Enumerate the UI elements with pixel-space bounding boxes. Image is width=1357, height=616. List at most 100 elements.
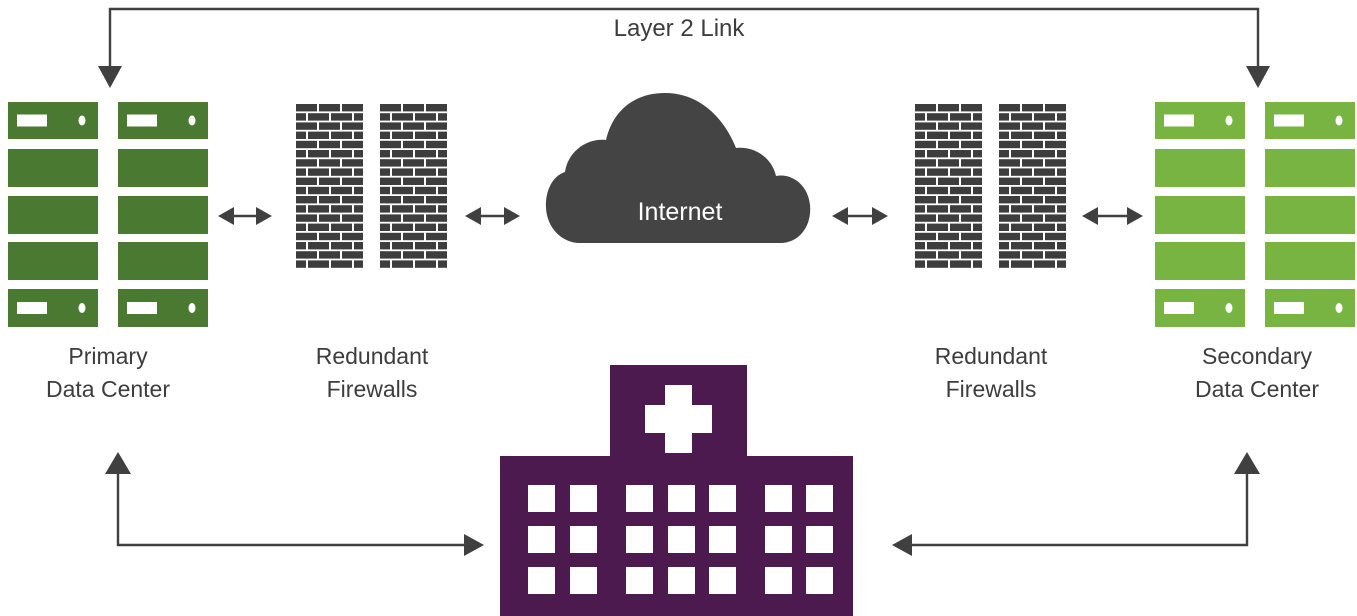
hospital-secondary-line [912, 470, 1249, 547]
brick [392, 205, 413, 213]
drive-slot [1274, 114, 1304, 127]
brick [1057, 205, 1066, 213]
brick [354, 168, 363, 176]
brick [1022, 251, 1043, 259]
arrow-firewall-internet-left-head-right [504, 207, 520, 225]
brick [438, 242, 447, 250]
brick [1045, 140, 1066, 149]
brick [308, 205, 329, 213]
brick [915, 214, 936, 222]
brick [1011, 131, 1032, 139]
brick [999, 186, 1009, 195]
rack-unit [1265, 149, 1355, 187]
brick [319, 140, 340, 149]
server-rack-1 [8, 102, 98, 327]
brick [915, 186, 925, 195]
arrowhead-down-secondary [1246, 66, 1270, 88]
brick [380, 113, 390, 121]
secondary-dc-label-line1: Secondary [1202, 343, 1312, 369]
brick [927, 260, 948, 268]
brick [392, 113, 413, 121]
arrow-firewall-dc-right-head-left [1082, 207, 1098, 225]
brick [973, 131, 982, 139]
rack-unit [1155, 242, 1245, 280]
brick [950, 150, 971, 158]
brick [380, 242, 390, 250]
brick [927, 186, 948, 195]
brick [938, 177, 959, 185]
brick [380, 214, 401, 222]
brick [380, 177, 401, 185]
brick [296, 122, 317, 130]
status-light [1225, 303, 1233, 313]
server-rack-2 [118, 102, 208, 327]
brick [342, 122, 363, 130]
brick [319, 122, 340, 130]
brick [973, 223, 982, 231]
secondary-dc-label-line2: Data Center [1194, 376, 1319, 402]
brick [342, 214, 363, 222]
brick [415, 205, 436, 213]
brick [999, 168, 1009, 176]
brick [296, 186, 306, 195]
brick [1022, 159, 1043, 167]
brick [319, 232, 340, 241]
brick [392, 150, 413, 158]
brick [331, 131, 352, 139]
drive-slot [127, 302, 157, 314]
brick [915, 205, 925, 213]
brick [380, 251, 401, 259]
brick [380, 260, 390, 268]
rack-unit [1265, 242, 1355, 280]
window [806, 526, 833, 553]
arrowhead-up-primary [105, 452, 131, 474]
rack-unit [118, 242, 208, 280]
brick [415, 168, 436, 176]
brick [354, 223, 363, 231]
brick [403, 196, 424, 204]
brick [938, 159, 959, 167]
window [709, 567, 736, 594]
status-light [188, 303, 196, 313]
brick [973, 260, 982, 268]
brick [319, 196, 340, 204]
brick [392, 223, 413, 231]
brick [415, 113, 436, 121]
brick [438, 223, 447, 231]
brick [961, 159, 982, 167]
brick [927, 131, 948, 139]
brick [319, 177, 340, 185]
brick [342, 159, 363, 167]
brick [296, 214, 317, 222]
brick [1022, 196, 1043, 204]
brick [354, 260, 363, 268]
brick [438, 260, 447, 268]
brick [961, 177, 982, 185]
brick [392, 242, 413, 250]
rack-unit [1155, 149, 1245, 187]
connectors [98, 7, 1270, 556]
brick [380, 186, 390, 195]
brick [415, 150, 436, 158]
brick [296, 140, 317, 149]
window [668, 567, 695, 594]
brick [915, 242, 925, 250]
brick [950, 168, 971, 176]
brick [415, 186, 436, 195]
brick [415, 131, 436, 139]
drive-slot [17, 114, 47, 127]
brick [403, 251, 424, 259]
rack-unit [8, 196, 98, 234]
brick [1045, 232, 1066, 241]
arrowhead-up-secondary [1234, 452, 1260, 474]
brick [927, 205, 948, 213]
brick-wall-1 [915, 104, 982, 268]
brick [961, 140, 982, 149]
brick [1034, 150, 1055, 158]
status-light [1225, 115, 1233, 126]
brick [1011, 150, 1032, 158]
brick [1057, 150, 1066, 158]
brick [973, 168, 982, 176]
brick [1034, 205, 1055, 213]
